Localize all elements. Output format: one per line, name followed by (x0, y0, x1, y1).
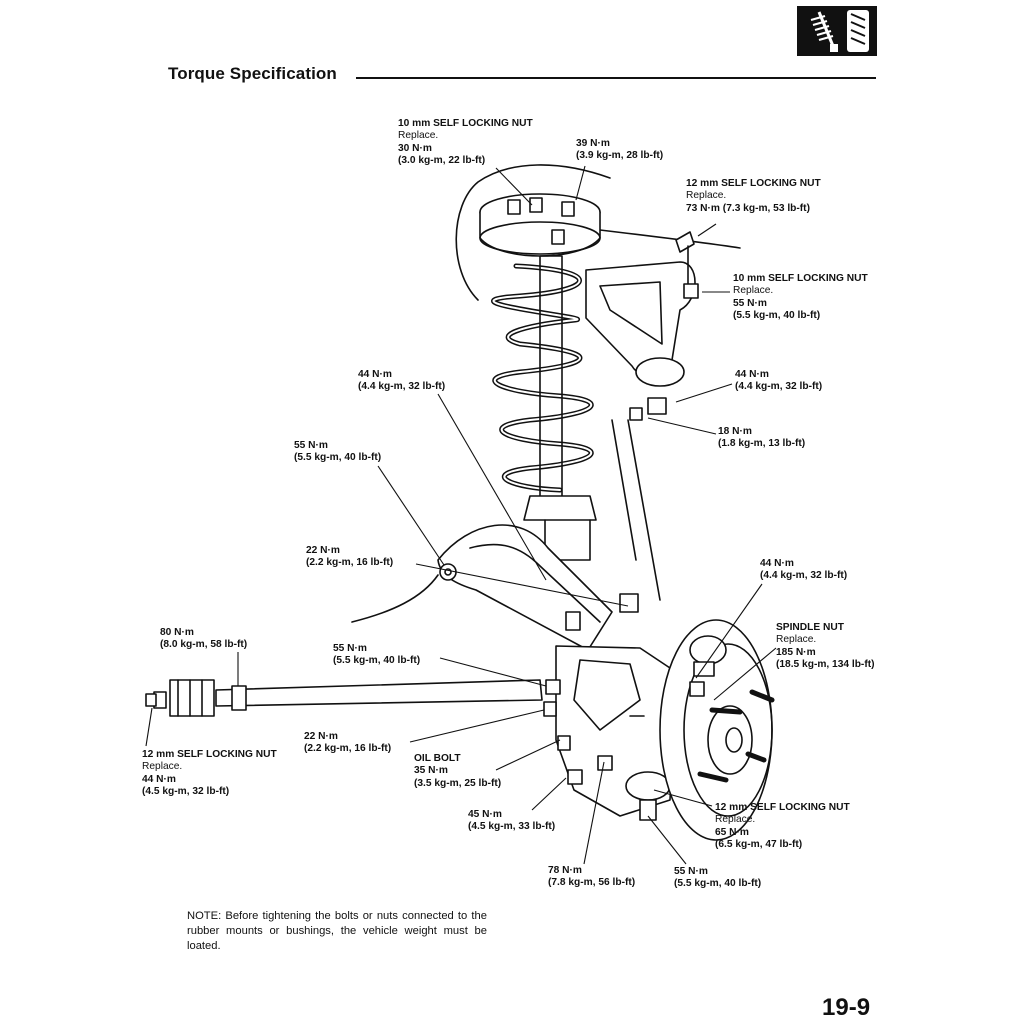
callout-upper-mount-nut: 10 mm SELF LOCKING NUT Replace. 30 N·m (… (398, 118, 533, 167)
callout-spindle-nut: SPINDLE NUT Replace. 185 N·m (18.5 kg-m,… (776, 622, 875, 671)
callout-brake-hose-bolt: 22 N·m (2.2 kg-m, 16 lb-ft) (304, 731, 392, 755)
callout-upper-mount-bolt: 39 N·m (3.9 kg-m, 28 lb-ft) (576, 138, 664, 162)
callout-radius-rod-end-nut: 12 mm SELF LOCKING NUT Replace. 44 N·m (… (142, 749, 277, 798)
callout-upper-arm-nut-12mm: 12 mm SELF LOCKING NUT Replace. 73 N·m (… (686, 178, 821, 214)
callout-lower-ball-joint-nut: 12 mm SELF LOCKING NUT Replace. 65 N·m (… (715, 802, 850, 851)
callout-oil-bolt: OIL BOLT 35 N·m (3.5 kg-m, 25 lb-ft) (414, 753, 502, 789)
callout-radius-rod-nut: 80 N·m (8.0 kg-m, 58 lb-ft) (160, 627, 248, 651)
callout-upper-ball-joint-bolt: 18 N·m (1.8 kg-m, 13 lb-ft) (718, 426, 806, 450)
suspension-spring-icon (797, 6, 877, 56)
page-number: 19-9 (822, 994, 871, 1021)
title-rule (356, 77, 876, 79)
weight-note: NOTE: Before tightening the bolts or nut… (187, 910, 487, 953)
callout-upper-ball-joint-nut: 44 N·m (4.4 kg-m, 32 lb-ft) (735, 369, 823, 393)
callout-stabilizer-link-nut: 22 N·m (2.2 kg-m, 16 lb-ft) (306, 545, 394, 569)
callout-caliper-mount-bolt: 78 N·m (7.8 kg-m, 56 lb-ft) (548, 865, 636, 889)
callout-upper-arm-nut-10mm: 10 mm SELF LOCKING NUT Replace. 55 N·m (… (733, 273, 868, 322)
callout-shock-fork-bolt: 44 N·m (4.4 kg-m, 32 lb-ft) (358, 369, 446, 393)
page-title: Torque Specification (168, 64, 337, 83)
callout-caliper-bracket-bolt: 45 N·m (4.5 kg-m, 33 lb-ft) (468, 809, 556, 833)
callout-tie-rod-ball-nut: 44 N·m (4.4 kg-m, 32 lb-ft) (760, 558, 848, 582)
callout-radius-rod-bolt: 55 N·m (5.5 kg-m, 40 lb-ft) (333, 643, 421, 667)
callout-lower-arm-bolt: 55 N·m (5.5 kg-m, 40 lb-ft) (294, 440, 382, 464)
callout-lower-arm-nut: 55 N·m (5.5 kg-m, 40 lb-ft) (674, 866, 762, 890)
